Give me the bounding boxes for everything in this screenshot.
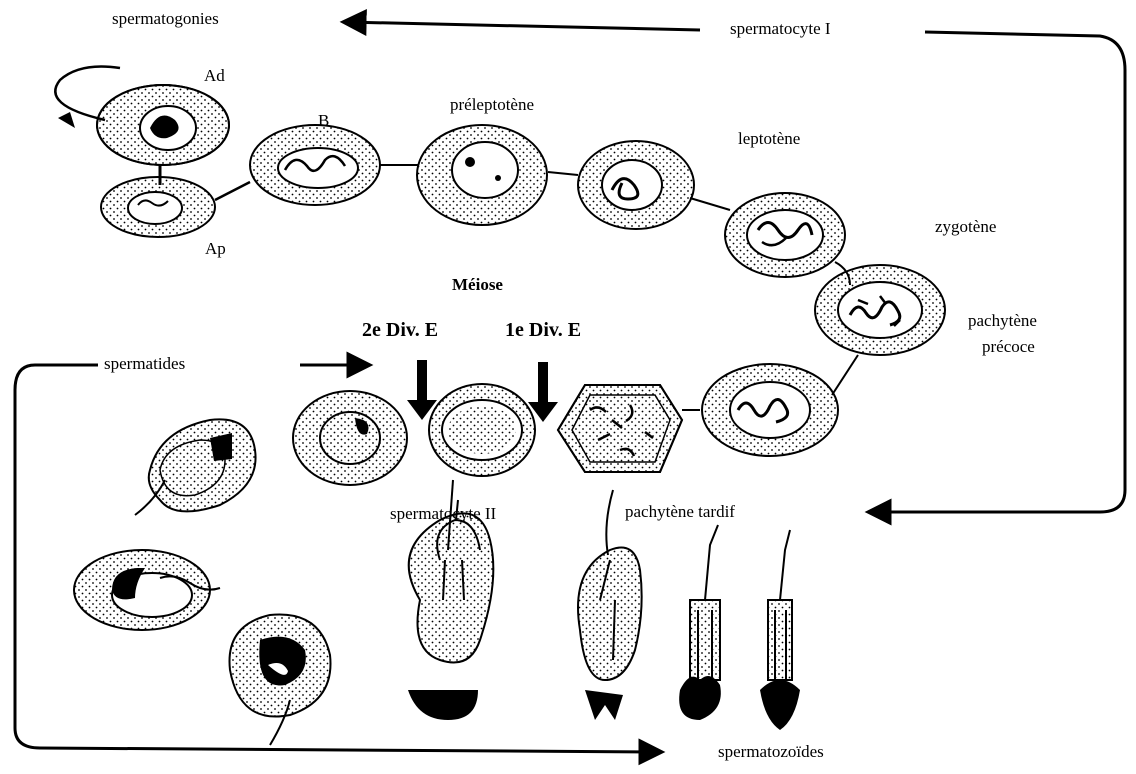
cell-pachytene-precoce — [815, 265, 945, 355]
label-B: B — [318, 112, 329, 129]
spermatid-stage-3 — [74, 550, 220, 630]
spermatid-stage-4 — [230, 615, 331, 746]
cell-spermatocyte-II — [429, 384, 535, 476]
cell-Ad — [55, 67, 229, 186]
spermatid-stage-6 — [578, 490, 642, 720]
cell-Ap — [101, 177, 215, 237]
cell-pachytene-tardif-1 — [702, 364, 838, 456]
label-zygotene: zygotène — [935, 218, 996, 235]
label-pachytene-tardif: pachytène tardif — [625, 503, 735, 520]
label-spermatozoides: spermatozoïdes — [718, 743, 824, 760]
label-preleptotene: préleptotène — [450, 96, 534, 113]
label-spermatocyte-I: spermatocyte I — [730, 20, 831, 37]
label-spermatides: spermatides — [104, 355, 185, 372]
label-pachytene: pachytène — [968, 312, 1037, 329]
label-div-1: 1e Div. E — [505, 320, 581, 340]
cell-diplotene — [558, 385, 682, 472]
label-Ad: Ad — [204, 67, 225, 84]
label-spermatocyte-II: spermatocyte II — [390, 505, 496, 522]
label-div-2: 2e Div. E — [362, 320, 438, 340]
cell-leptotene — [578, 141, 694, 229]
cell-B — [250, 125, 380, 205]
cell-early-spermatid — [293, 391, 407, 485]
label-leptotene: leptotène — [738, 130, 800, 147]
spermatid-stage-2 — [135, 419, 256, 515]
cell-preleptotene — [417, 125, 547, 225]
label-meiose: Méiose — [452, 276, 503, 293]
spermatozoid — [760, 530, 800, 730]
cell-zygotene — [725, 193, 845, 277]
label-spermatogonies: spermatogonies — [112, 10, 219, 27]
spermatid-stage-7 — [679, 525, 721, 720]
label-precoce: précoce — [982, 338, 1035, 355]
label-Ap: Ap — [205, 240, 226, 257]
